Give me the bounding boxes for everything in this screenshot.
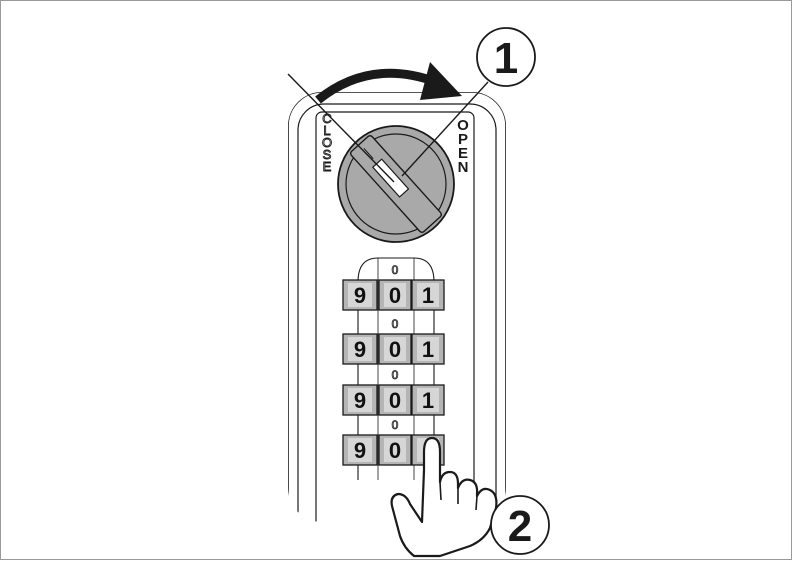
- step-2-number: 2: [508, 502, 532, 551]
- dial-next-digit: 0: [392, 317, 399, 331]
- dial-digit: 9: [354, 283, 366, 308]
- dial-wheel-face: [348, 337, 372, 361]
- dial-wheel-face: [384, 388, 406, 412]
- dial-next-digit: 0: [392, 418, 399, 432]
- dial-next-digit: 0: [392, 263, 399, 277]
- dial-wheel-face: [348, 438, 372, 462]
- step-2-marker: 2: [490, 495, 550, 555]
- dial-wheel-face: [417, 283, 439, 307]
- dial-wheel-face: [384, 438, 406, 462]
- dial-digit: 0: [389, 283, 401, 308]
- dial-next-digit: 0: [392, 368, 399, 382]
- dial-digit: 1: [422, 337, 434, 362]
- dial-digit: 9: [354, 337, 366, 362]
- dial-wheel-face: [384, 337, 406, 361]
- dial-wheel-face: [348, 388, 372, 412]
- dial-digit: 0: [389, 388, 401, 413]
- dial-wheel-face: [417, 337, 439, 361]
- step-1-number: 1: [494, 34, 518, 83]
- dial-wheel-face: [417, 388, 439, 412]
- pointing-hand-icon: [390, 436, 498, 558]
- dial-digit: 1: [422, 388, 434, 413]
- rotation-arrow-icon: [315, 62, 462, 104]
- dial-wheel-face: [348, 283, 372, 307]
- step-1-marker: 1: [476, 27, 536, 87]
- dial-wheel-face: [384, 283, 406, 307]
- dial-digit: 9: [354, 388, 366, 413]
- dial-digit: 0: [389, 438, 401, 463]
- dial-digit: 9: [354, 438, 366, 463]
- dial-digit: 1: [422, 283, 434, 308]
- dial-digit: 0: [389, 337, 401, 362]
- step-1-leader-lines: [287, 73, 489, 183]
